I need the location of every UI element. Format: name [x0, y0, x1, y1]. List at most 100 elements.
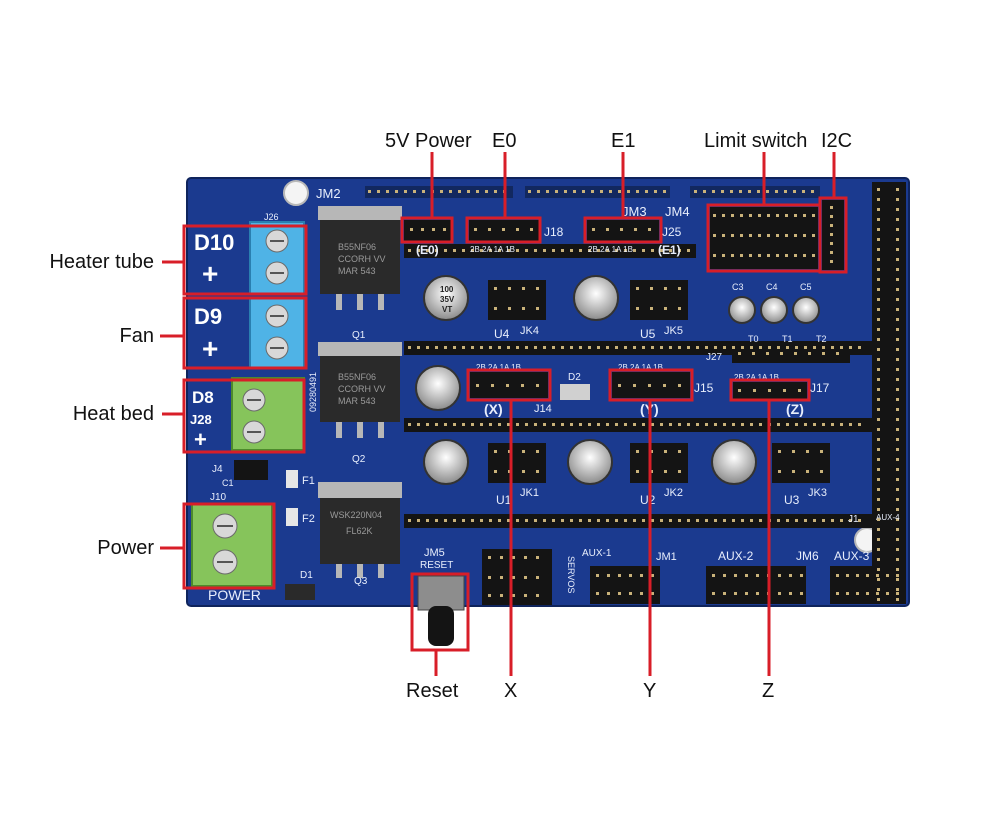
label-d9: D9 [194, 304, 222, 329]
header-pin [877, 328, 880, 331]
header-pin [896, 278, 899, 281]
header-pin [417, 346, 420, 349]
header-pin [877, 528, 880, 531]
aux-2-header [706, 566, 806, 604]
callout-fan: Fan [119, 325, 154, 347]
header-pin [756, 592, 759, 595]
header-pin [741, 519, 744, 522]
header-pin [408, 346, 411, 349]
header-pin [896, 338, 899, 341]
silk-t1: T1 [782, 334, 793, 344]
header-pin [877, 598, 880, 601]
header-pin [536, 470, 539, 473]
header-pin [896, 368, 899, 371]
silk-q1: Q1 [352, 330, 366, 341]
header-pin [669, 519, 672, 522]
header-pin [714, 346, 717, 349]
header-pin [896, 574, 899, 577]
header-pin [896, 318, 899, 321]
header-pin [722, 254, 725, 257]
diode-d1 [285, 584, 315, 600]
header-pin [642, 423, 645, 426]
header-pin [494, 307, 497, 310]
silk-reset: RESET [420, 560, 453, 571]
header-pin [462, 346, 465, 349]
header-pin [634, 228, 637, 231]
header-pin [536, 384, 539, 387]
header-pin [636, 307, 639, 310]
header-pin [640, 574, 643, 577]
header-pin [629, 592, 632, 595]
header-pin [528, 190, 531, 193]
driver-header-row-1 [404, 244, 696, 258]
header-pin [660, 249, 663, 252]
header-pin [830, 233, 833, 236]
silk-pins-e0: 2B 2A 1A 1B [470, 245, 515, 254]
header-pin [749, 214, 752, 217]
header-pin [732, 519, 735, 522]
header-pin [896, 468, 899, 471]
header-pin [877, 318, 880, 321]
mosfet-q2-marking-3: MAR 543 [338, 396, 376, 406]
callout-power: Power [97, 537, 154, 559]
header-pin [449, 190, 452, 193]
header-pin [489, 519, 492, 522]
header-pin [607, 592, 610, 595]
header-pin [524, 556, 527, 559]
mosfet-q1-marking-2: CCORH VV [338, 254, 386, 264]
header-pin [738, 389, 741, 392]
header-pin [408, 249, 411, 252]
header-pin [896, 218, 899, 221]
header-pin [480, 423, 483, 426]
header-pin [778, 592, 781, 595]
label-d10: D10 [194, 230, 234, 255]
header-pin [629, 574, 632, 577]
header-pin [896, 388, 899, 391]
header-pin [740, 234, 743, 237]
header-pin [640, 592, 643, 595]
header-pin [607, 574, 610, 577]
header-pin [896, 588, 899, 591]
silk-aux4: AUX-4 [876, 513, 900, 522]
header-pin [650, 307, 653, 310]
header-pin [694, 190, 697, 193]
header-pin [426, 249, 429, 252]
header-pin [813, 423, 816, 426]
header-pin [794, 254, 797, 257]
header-pin [783, 389, 786, 392]
header-pin [435, 346, 438, 349]
header-pin [723, 592, 726, 595]
header-pin [555, 190, 558, 193]
header-pin [896, 498, 899, 501]
header-pin [534, 423, 537, 426]
header-pin [820, 450, 823, 453]
header-pin [664, 307, 667, 310]
header-pin [757, 190, 760, 193]
header-pin [886, 592, 889, 595]
header-pin [778, 574, 781, 577]
header-pin [502, 228, 505, 231]
header-pin [713, 254, 716, 257]
header-pin [786, 423, 789, 426]
header-pin [858, 519, 861, 522]
header-pin [435, 249, 438, 252]
header-pin [767, 214, 770, 217]
header-pin [633, 346, 636, 349]
header-pin [588, 346, 591, 349]
silk-jm2: JM2 [316, 186, 341, 201]
header-pin [830, 251, 833, 254]
header-pin [876, 574, 879, 577]
header-pin [713, 234, 716, 237]
header-pin [896, 198, 899, 201]
silk-c4: C4 [766, 282, 778, 292]
header-pin [507, 423, 510, 426]
header-pin [793, 190, 796, 193]
top-pin-header-right [525, 186, 670, 198]
header-pin [722, 214, 725, 217]
header-pin [633, 384, 636, 387]
header-pin [795, 519, 798, 522]
silk-u3: U3 [784, 493, 800, 507]
header-pin [368, 190, 371, 193]
header-pin [508, 307, 511, 310]
